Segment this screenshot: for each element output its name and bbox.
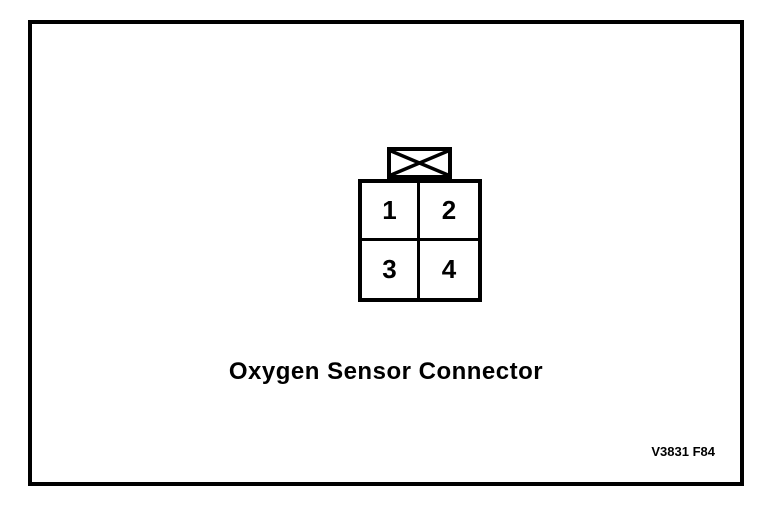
connector-pin-grid: 1 2 3 4: [358, 179, 482, 302]
figure-code: V3831 F84: [651, 444, 715, 459]
connector-key-tab: [387, 147, 452, 179]
pin-1: 1: [362, 183, 420, 241]
pin-3: 3: [362, 240, 420, 298]
pin-2: 2: [420, 183, 478, 241]
figure-caption: Oxygen Sensor Connector: [228, 358, 544, 385]
pin-4: 4: [441, 253, 457, 284]
figure-frame: 1 2 3 4 Oxygen Sensor Connector V3831 F8…: [28, 20, 744, 486]
crossed-box-icon: [391, 151, 448, 175]
